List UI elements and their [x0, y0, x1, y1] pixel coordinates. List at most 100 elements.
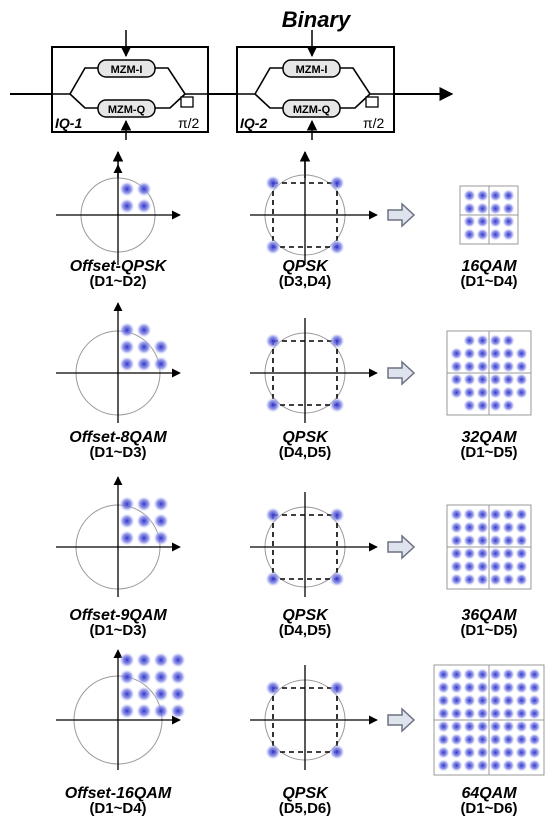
- constellation-point: [476, 202, 489, 215]
- constellation-point: [476, 521, 489, 534]
- constellation-point: [450, 681, 463, 694]
- qam-drives-label: (D1~D5): [460, 444, 517, 461]
- constellation-point: [136, 530, 152, 546]
- constellation-point: [463, 202, 476, 215]
- constellation-point: [476, 707, 489, 720]
- constellation-point: [502, 534, 515, 547]
- constellation-point: [450, 386, 463, 399]
- constellation-point: [502, 189, 515, 202]
- constellation-point: [265, 507, 281, 523]
- constellation-point: [450, 521, 463, 534]
- constellation-point: [136, 686, 152, 702]
- constellation-point: [437, 707, 450, 720]
- constellation-point: [136, 356, 152, 372]
- constellation-point: [476, 215, 489, 228]
- constellation-point: [119, 356, 135, 372]
- constellation-point: [528, 720, 541, 733]
- constellation-point: [136, 669, 152, 685]
- constellation-point: [136, 181, 152, 197]
- constellation-point: [502, 733, 515, 746]
- constellation-point: [463, 521, 476, 534]
- constellation-point: [476, 681, 489, 694]
- qam-constellation: [446, 504, 532, 590]
- constellation-point: [136, 652, 152, 668]
- constellation-point: [489, 189, 502, 202]
- constellation-row-3: Offset-9QAM(D1~D3)QPSK(D4,D5)36QAM(D1~D5…: [56, 476, 532, 639]
- offset-drives-label: (D1~D2): [89, 273, 146, 290]
- constellation-point: [489, 746, 502, 759]
- constellation-point: [136, 322, 152, 338]
- qpsk-name-label: QPSK: [282, 607, 329, 624]
- constellation-point: [502, 759, 515, 772]
- constellation-point: [476, 547, 489, 560]
- constellation-point: [329, 680, 345, 696]
- constellation-point: [119, 530, 135, 546]
- constellation-point: [463, 746, 476, 759]
- qpsk-dashed-square: [272, 514, 338, 580]
- constellation-point: [463, 228, 476, 241]
- constellation-point: [502, 668, 515, 681]
- constellation-point: [119, 198, 135, 214]
- constellation-row-4: Offset-16QAM(D1~D4)QPSK(D5,D6)64QAM(D1~D…: [56, 649, 545, 817]
- constellation-point: [463, 707, 476, 720]
- constellation-point: [265, 397, 281, 413]
- constellation-point: [489, 228, 502, 241]
- constellation-point: [528, 694, 541, 707]
- qpsk-constellation: [250, 160, 378, 265]
- constellation-point: [515, 373, 528, 386]
- constellation-point: [489, 202, 502, 215]
- qam-constellation: [459, 185, 519, 245]
- constellation-point: [265, 175, 281, 191]
- constellation-point: [450, 733, 463, 746]
- constellation-point: [153, 496, 169, 512]
- offset-drives-label: (D1~D3): [89, 444, 146, 461]
- constellation-point: [489, 521, 502, 534]
- constellation-point: [476, 334, 489, 347]
- iq2-label: IQ-2: [240, 115, 267, 131]
- constellation-point: [502, 720, 515, 733]
- constellation-point: [502, 360, 515, 373]
- constellation-point: [450, 759, 463, 772]
- offset-constellation: [56, 302, 181, 423]
- constellation-point: [502, 746, 515, 759]
- qam-name-label: 36QAM: [461, 607, 517, 624]
- constellation-point: [515, 746, 528, 759]
- constellation-point: [515, 681, 528, 694]
- offset-name-label: Offset-16QAM: [65, 785, 172, 802]
- constellation-point: [515, 547, 528, 560]
- qam-constellation: [446, 330, 532, 416]
- constellation-point: [463, 759, 476, 772]
- qpsk-dashed-square: [272, 182, 338, 248]
- constellation-point: [489, 681, 502, 694]
- constellation-point: [450, 547, 463, 560]
- constellation-point: [489, 694, 502, 707]
- constellation-point: [329, 744, 345, 760]
- offset-drives-label: (D1~D4): [89, 800, 146, 817]
- offset-constellation: [56, 164, 181, 265]
- constellation-point: [515, 521, 528, 534]
- constellation-point: [329, 333, 345, 349]
- constellation-point: [119, 322, 135, 338]
- constellation-point: [329, 239, 345, 255]
- constellation-point: [437, 746, 450, 759]
- constellation-point: [528, 746, 541, 759]
- constellation-point: [450, 560, 463, 573]
- constellation-point: [489, 573, 502, 586]
- qpsk-name-label: QPSK: [282, 429, 329, 446]
- constellation-point: [502, 334, 515, 347]
- constellation-point: [476, 733, 489, 746]
- constellation-point: [153, 669, 169, 685]
- qam-drives-label: (D1~D4): [460, 273, 517, 290]
- combine-arrow: [387, 360, 416, 386]
- constellation-point: [450, 746, 463, 759]
- qam-name-label: 16QAM: [461, 258, 517, 275]
- constellation-point: [437, 694, 450, 707]
- constellation-point: [463, 386, 476, 399]
- constellation-point: [329, 507, 345, 523]
- constellation-point: [528, 707, 541, 720]
- offset-name-label: Offset-9QAM: [69, 607, 167, 624]
- constellation-point: [463, 508, 476, 521]
- constellation-point: [502, 373, 515, 386]
- constellation-point: [119, 513, 135, 529]
